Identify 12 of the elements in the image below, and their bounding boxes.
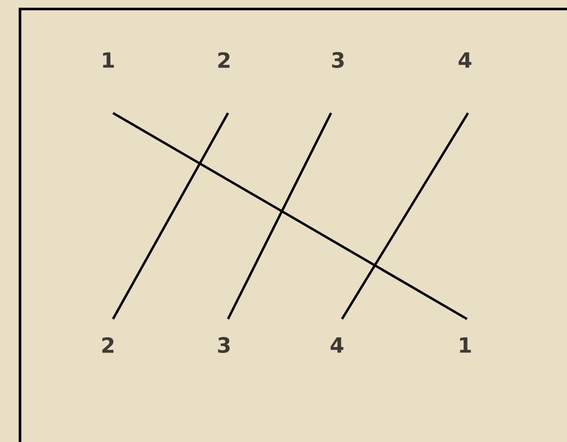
number-label: 1: [460, 337, 471, 353]
number-label: 3: [218, 337, 230, 353]
line: [226, 112, 332, 320]
number-label: 2: [102, 337, 114, 353]
number-label: 3: [332, 52, 344, 68]
line: [340, 112, 470, 320]
number-label: 4: [330, 337, 344, 353]
line: [112, 112, 230, 320]
number-label: 2: [218, 52, 230, 68]
line: [112, 112, 468, 320]
number-label: 4: [458, 52, 472, 68]
number-label: 1: [103, 52, 114, 68]
